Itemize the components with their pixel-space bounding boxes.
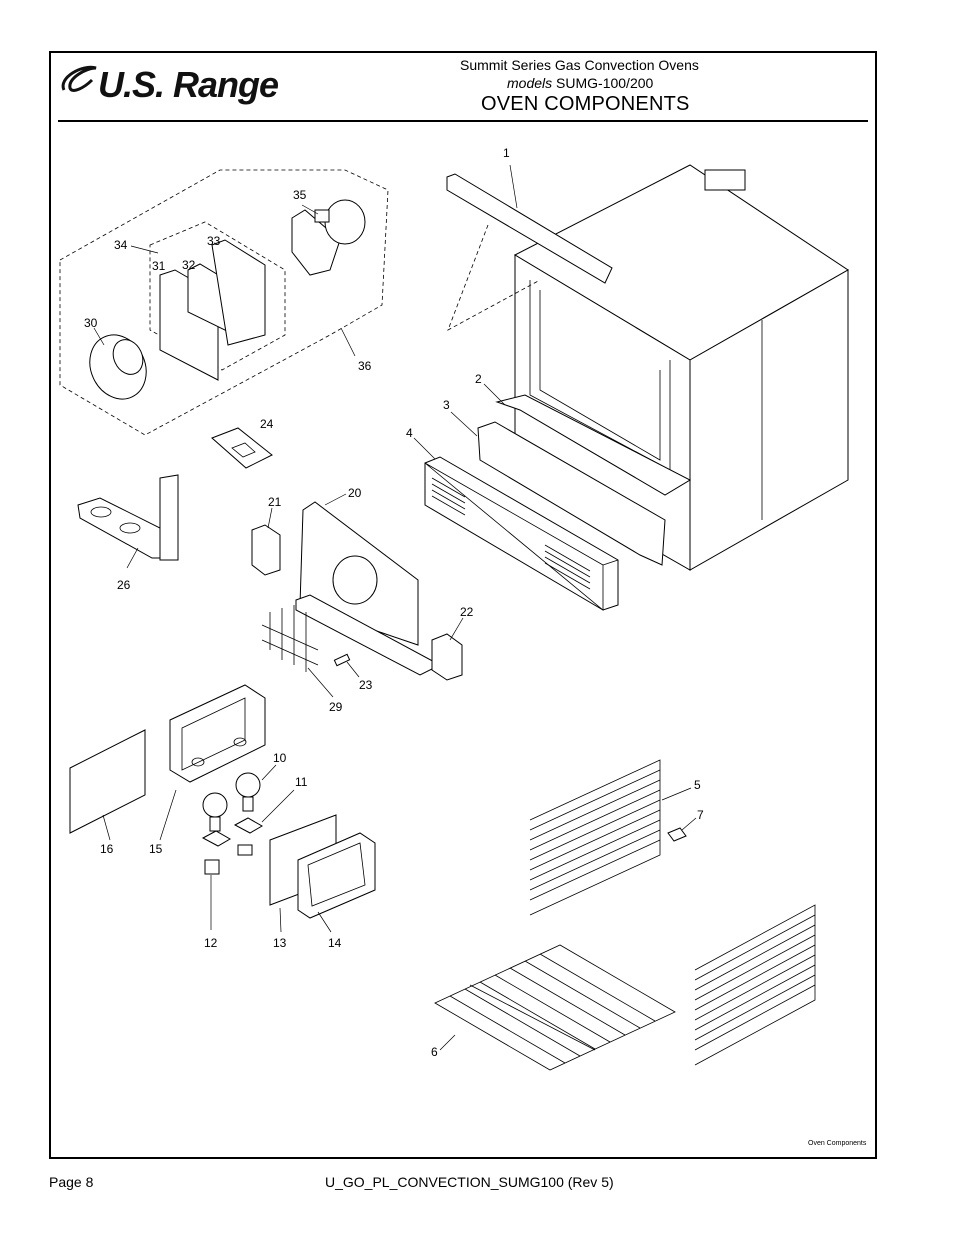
- callout-35: 35: [293, 188, 307, 202]
- rack-clip: [667, 817, 697, 842]
- models-value: SUMG-100/200: [556, 75, 654, 91]
- callout-31: 31: [152, 259, 166, 273]
- callout-14: 14: [328, 936, 342, 950]
- callout-12: 12: [204, 936, 218, 950]
- callout-11: 11: [295, 775, 308, 789]
- fan-wheel: [89, 327, 147, 400]
- hinge-blocks: [251, 507, 464, 681]
- callout-3: 3: [443, 398, 450, 412]
- callout-15: 15: [149, 842, 163, 856]
- us-range-swoosh-logo: [61, 65, 97, 92]
- callout-labels: 1 2 3 4 5 6 7 10 11 12 13 14 15 16 20 21…: [84, 146, 704, 1059]
- front-panel: [413, 437, 619, 611]
- callout-1: 1: [503, 146, 510, 160]
- callout-32: 32: [182, 258, 196, 272]
- brand-wordmark: U.S. Range: [98, 64, 279, 105]
- callout-16: 16: [100, 842, 114, 856]
- callout-7: 7: [697, 808, 704, 822]
- callout-21: 21: [268, 495, 282, 509]
- light-housing: [159, 684, 266, 841]
- oven-shelf: [434, 944, 676, 1071]
- models-prefix: models: [507, 75, 553, 91]
- callout-30: 30: [84, 316, 98, 330]
- gasket: [211, 427, 273, 469]
- page-number: Page 8: [49, 1174, 94, 1190]
- channel-brackets: [450, 383, 692, 566]
- window-glass-frame: [269, 814, 376, 933]
- header-rule: [58, 120, 868, 122]
- callout-5: 5: [694, 778, 701, 792]
- rack-side-right: [694, 904, 816, 1066]
- lamp-sockets: [204, 844, 253, 930]
- callout-26: 26: [117, 578, 131, 592]
- blower-motor: [291, 199, 366, 357]
- cover-plate: [69, 729, 146, 841]
- rack-side-left: [529, 759, 692, 916]
- series-title: Summit Series Gas Convection Ovens: [460, 57, 699, 73]
- callout-33: 33: [207, 234, 221, 248]
- callout-34: 34: [114, 238, 128, 252]
- fan-assembly-boundary: [59, 169, 389, 436]
- callout-13: 13: [273, 936, 287, 950]
- top-rail: [446, 164, 613, 331]
- screw: [333, 653, 360, 678]
- callout-36: 36: [358, 359, 372, 373]
- motor-plate-boundary: [149, 221, 286, 371]
- callout-4: 4: [406, 426, 413, 440]
- callout-10: 10: [273, 751, 287, 765]
- grid-element: [261, 605, 334, 698]
- models-line: models SUMG-100/200: [507, 75, 653, 91]
- callout-6: 6: [431, 1045, 438, 1059]
- page-frame: [49, 51, 877, 1159]
- callout-2: 2: [475, 372, 482, 386]
- document-code: U_GO_PL_CONVECTION_SUMG100 (Rev 5): [325, 1174, 614, 1190]
- diagram-caption: Oven Components: [808, 1140, 867, 1147]
- callout-24: 24: [260, 417, 274, 431]
- burner-bracket: [77, 474, 179, 569]
- socket-gaskets: [201, 789, 295, 847]
- callout-29: 29: [329, 700, 343, 714]
- light-bulbs: [202, 764, 277, 832]
- section-title: OVEN COMPONENTS: [481, 93, 690, 115]
- plates: [130, 239, 266, 381]
- callout-20: 20: [348, 486, 362, 500]
- baffle-panel: [295, 493, 442, 676]
- callout-22: 22: [460, 605, 474, 619]
- callout-23: 23: [359, 678, 373, 692]
